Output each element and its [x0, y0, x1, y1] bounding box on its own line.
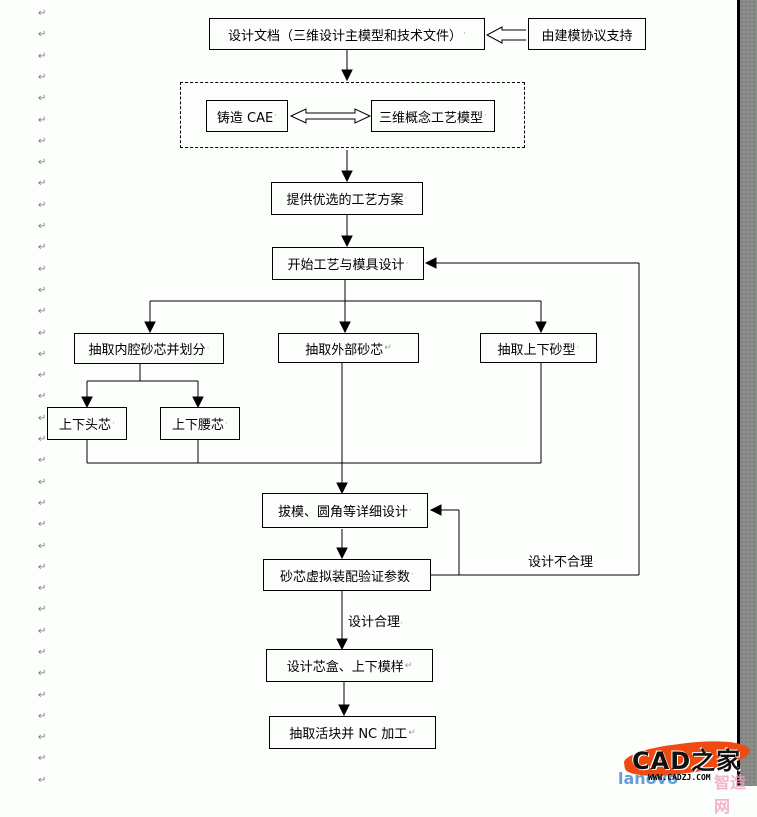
node-virtual-assembly: 砂芯虚拟装配验证参数· — [263, 559, 431, 591]
node-upper-lower-mold-label: 抽取上下砂型 — [497, 342, 576, 358]
node-outer-core: 抽取外部砂芯↵ — [278, 333, 419, 363]
node-waist-core: 上下腰芯· — [160, 407, 240, 440]
paragraph-mark-icon: ↵ — [38, 477, 47, 488]
paragraph-mark-icon: ↵ — [38, 732, 47, 743]
edge-label-reasonable-text: 设计合理 — [348, 615, 401, 630]
paragraph-mark-icon: ↵ — [38, 200, 47, 211]
paragraph-mark-icon: ↵ — [38, 583, 47, 594]
paragraph-mark-icon: ↵ — [38, 264, 47, 275]
node-upper-lower-mold: 抽取上下砂型· — [480, 333, 597, 363]
paragraph-mark-icon: ↵ — [38, 562, 47, 573]
paragraph-mark-icon: ↵ — [38, 690, 47, 701]
node-casting-cae: 铸造 CAE· — [206, 100, 288, 132]
paragraph-mark-icon: ↵ — [38, 242, 47, 253]
paragraph-mark-icon: ↵ — [38, 626, 47, 637]
node-head-core: 上下头芯· — [47, 407, 127, 440]
paragraph-mark-icon: ↵ — [38, 29, 47, 40]
paragraph-mark-icon: ↵ — [38, 8, 47, 19]
paragraph-mark-icon: ↵ — [38, 157, 47, 168]
node-optimal-scheme: 提供优选的工艺方案· — [271, 182, 423, 215]
paragraph-mark-icon: ↵ — [38, 668, 47, 679]
node-casting-cae-label: 铸造 CAE — [216, 110, 274, 126]
logo-url: WWW.CADZJ.COM — [648, 773, 711, 782]
edge-label-unreasonable: 设计不合理 — [528, 551, 593, 570]
node-virtual-assembly-label: 砂芯虚拟装配验证参数 — [280, 569, 411, 585]
logo-sub-left: lanovo — [618, 769, 679, 788]
paragraph-mark-icon: ↵ — [38, 604, 47, 615]
node-concept-model: 三维概念工艺模型· — [371, 100, 495, 132]
side-pane — [740, 0, 757, 786]
paragraph-mark-icon: ↵ — [38, 753, 47, 764]
paragraph-mark-icon: ↵ — [38, 285, 47, 296]
paragraph-mark-icon: ↵ — [38, 434, 47, 445]
paragraph-mark-icon: ↵ — [38, 519, 47, 530]
node-inner-core: 抽取内腔砂芯并划分· — [74, 333, 224, 364]
paragraph-mark-icon: ↵ — [38, 370, 47, 381]
paragraph-mark-icon: ↵ — [38, 775, 47, 786]
edge-doc-to-group-head — [341, 69, 353, 82]
dashed-group — [180, 82, 525, 148]
paragraph-mark-icon: ↵ — [38, 413, 47, 424]
node-head-core-label: 上下头芯 — [59, 418, 112, 433]
paragraph-mark-icon: ↵ — [38, 349, 47, 360]
paragraph-mark-icon: ↵ — [38, 115, 47, 126]
node-modeling-support: 由建模协议支持 — [528, 18, 646, 50]
node-inner-core-label: 抽取内腔砂芯并划分 — [88, 343, 206, 358]
node-core-box: 设计芯盒、上下模样↵ — [266, 649, 433, 682]
node-design-doc-label: 设计文档（三维设计主模型和技术文件） — [228, 28, 463, 44]
node-core-box-label: 设计芯盒、上下模样 — [286, 660, 404, 675]
paragraph-mark-icon: ↵ — [38, 306, 47, 317]
watermark-logo: lanovo 智造网 CAD之家 WWW.CADZJ.COM — [618, 734, 754, 816]
node-modeling-support-label: 由建模协议支持 — [541, 28, 633, 44]
paragraph-mark-icon: ↵ — [38, 221, 47, 232]
logo-sub-right: 智造网 — [714, 773, 747, 816]
node-optimal-scheme-label: 提供优选的工艺方案 — [286, 193, 404, 208]
paragraph-mark-icon: ↵ — [38, 72, 47, 83]
paragraph-mark-icon: ↵ — [38, 391, 47, 402]
paragraph-mark-icon: ↵ — [38, 93, 47, 104]
node-design-doc: 设计文档（三维设计主模型和技术文件）· — [209, 18, 485, 50]
node-nc-machining-label: 抽取活块并 NC 加工 — [289, 727, 408, 742]
hollow-double-arrow — [289, 108, 372, 124]
paragraph-mark-icon: ↵ — [38, 455, 47, 466]
node-nc-machining: 抽取活块并 NC 加工↵ — [269, 716, 436, 749]
paragraph-mark-icon: ↵ — [38, 711, 47, 722]
page-edge — [737, 0, 740, 786]
hollow-arrow-support-to-doc — [485, 26, 526, 44]
paragraph-mark-icon: ↵ — [38, 498, 47, 509]
node-waist-core-label: 上下腰芯 — [172, 418, 225, 433]
paragraph-mark-icon: ↵ — [38, 136, 47, 147]
node-start-design: 开始工艺与模具设计· — [272, 247, 424, 280]
node-outer-core-label: 抽取外部砂芯 — [305, 342, 384, 358]
paragraph-mark-icon: ↵ — [38, 647, 47, 658]
node-detail-design: 拔模、圆角等详细设计· — [262, 493, 428, 528]
node-concept-model-label: 三维概念工艺模型 — [379, 110, 484, 126]
paragraph-mark-icon: ↵ — [38, 178, 47, 189]
edge-label-unreasonable-text: 设计不合理 — [528, 555, 594, 570]
connector-lines — [81, 26, 640, 717]
logo-brand: CAD之家 — [632, 747, 742, 775]
node-start-design-label: 开始工艺与模具设计 — [287, 258, 405, 273]
paragraph-mark-icon: ↵ — [38, 328, 47, 339]
edge-label-reasonable: 设计合理· — [348, 615, 403, 630]
paragraph-mark-icon: ↵ — [38, 51, 47, 62]
paragraph-mark-icon: ↵ — [38, 541, 47, 552]
node-detail-design-label: 拔模、圆角等详细设计 — [278, 505, 409, 520]
